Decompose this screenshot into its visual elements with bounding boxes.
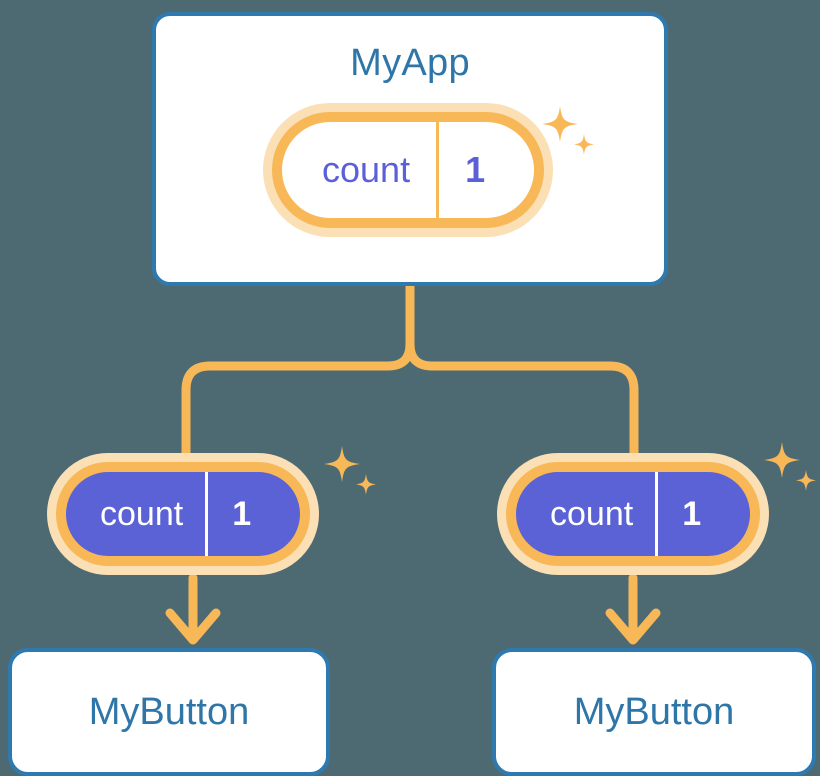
sparkle-icon [324,446,376,495]
branch-connector-icon [405,281,639,467]
state-pill-child-left[interactable]: count 1 [56,462,310,566]
state-key: count [550,495,634,533]
state-key: count [322,149,411,190]
state-key: count [100,495,184,533]
mybutton-card-left[interactable]: MyButton [8,648,330,776]
page-title: MyApp [350,42,470,84]
state-value: 1 [205,472,281,556]
branch-connector-left-icon [181,281,415,467]
state-pill-app[interactable]: count 1 [272,112,544,228]
mybutton-label: MyButton [573,691,735,733]
state-pill-body[interactable]: count 1 [56,462,310,566]
arrow-down-icon-right [605,573,661,645]
state-value: 1 [436,122,519,218]
state-pill-child-right[interactable]: count 1 [506,462,760,566]
state-pill-body[interactable]: count 1 [506,462,760,566]
mybutton-card-right[interactable]: MyButton [492,648,816,776]
sparkle-icon [764,442,816,491]
state-value: 1 [655,472,731,556]
mybutton-label: MyButton [88,691,250,733]
state-pill-body[interactable]: count 1 [272,112,544,228]
arrow-down-icon-left [165,573,221,645]
